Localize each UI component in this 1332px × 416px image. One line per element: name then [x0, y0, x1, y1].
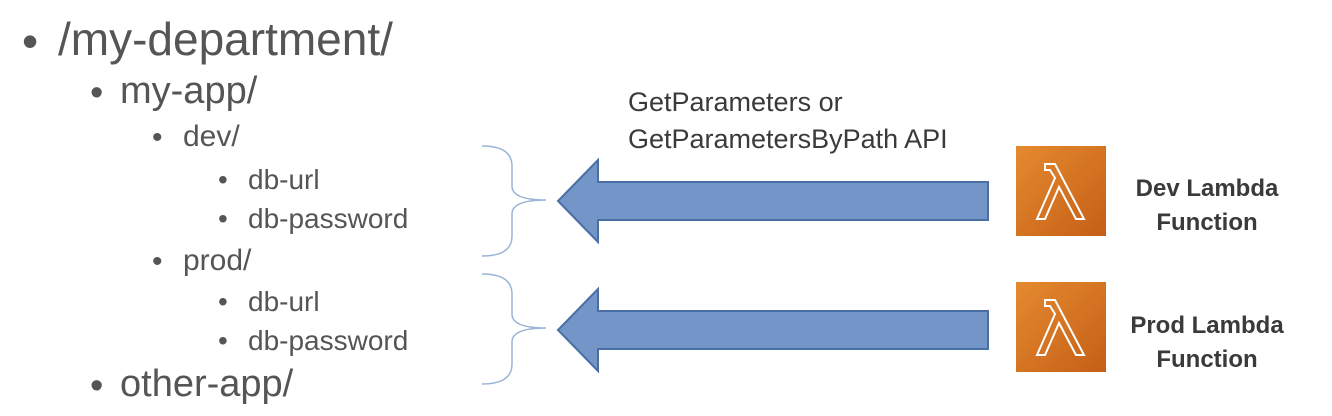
- prod-lambda-label-line1: Prod Lambda: [1130, 312, 1284, 339]
- dev-lambda-label: Dev Lambda Function: [1122, 172, 1292, 240]
- bullet: •: [218, 286, 228, 317]
- tree-app-my-app: my-app/: [120, 70, 258, 112]
- bullet: •: [218, 325, 228, 356]
- bullet: •: [90, 365, 104, 407]
- tree-env-prod: prod/: [183, 244, 252, 277]
- prod-brace: [481, 273, 547, 385]
- tree-param-prod-db-password: db-password: [248, 325, 409, 356]
- bullet: •: [152, 245, 163, 278]
- bullet: •: [152, 121, 163, 154]
- tree-env-dev: dev/: [183, 120, 240, 153]
- bullet: •: [218, 203, 228, 234]
- tree-param-dev-db-password: db-password: [248, 203, 409, 234]
- dev-arrow: [556, 157, 989, 245]
- api-label-line2: GetParametersByPath API: [628, 124, 948, 154]
- lambda-icon: [1016, 282, 1106, 372]
- bullet: •: [218, 164, 228, 195]
- dev-lambda-label-line2: Function: [1156, 209, 1258, 236]
- dev-brace: [481, 145, 547, 257]
- dev-lambda-label-line1: Dev Lambda: [1135, 175, 1279, 202]
- api-call-label: GetParameters or GetParametersByPath API: [628, 84, 948, 158]
- bullet: •: [90, 72, 104, 114]
- tree-param-dev-db-url: db-url: [248, 164, 320, 195]
- prod-arrow: [556, 286, 989, 374]
- tree-root-path: /my-department/: [58, 13, 393, 65]
- tree-param-prod-db-url: db-url: [248, 286, 320, 317]
- tree-app-other-app: other-app/: [120, 363, 294, 405]
- api-label-line1: GetParameters or: [628, 87, 843, 117]
- lambda-icon: [1016, 146, 1106, 236]
- prod-lambda-label: Prod Lambda Function: [1122, 309, 1292, 377]
- bullet: •: [22, 15, 39, 67]
- prod-lambda-label-line2: Function: [1156, 346, 1258, 373]
